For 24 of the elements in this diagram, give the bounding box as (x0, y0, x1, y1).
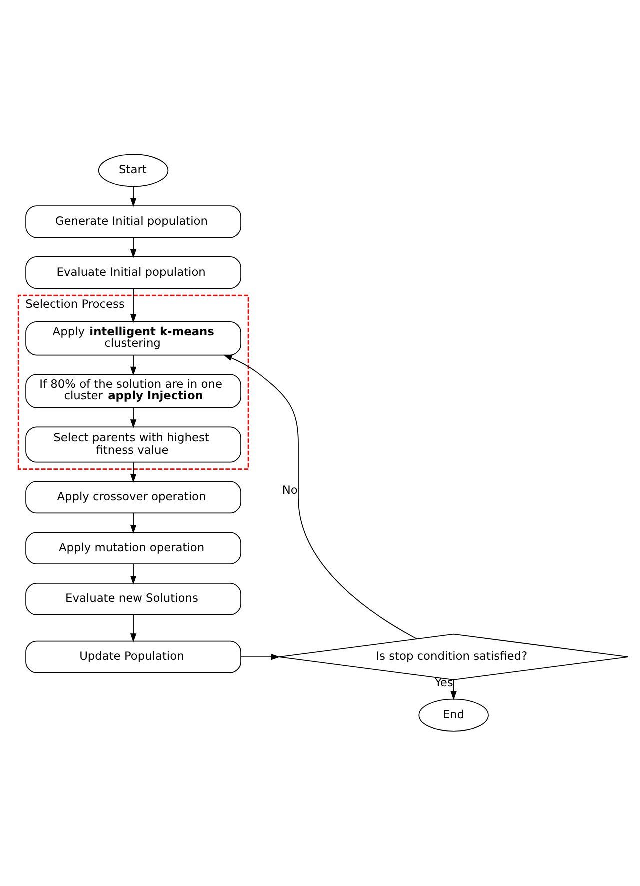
arrow (130, 237, 137, 258)
node-box: Select parents with highest fitness value (26, 426, 242, 463)
arrow (130, 186, 137, 208)
arrow (450, 680, 457, 700)
arrow (130, 614, 137, 642)
arrow (130, 288, 137, 324)
node-box: Apply mutation operation (26, 532, 242, 565)
arrow (240, 654, 280, 660)
node-box: Apply intelligent k-means clustering (26, 321, 242, 356)
node-ellipse: End (418, 698, 489, 732)
node-box: Update Population (26, 640, 242, 674)
node-box: Evaluate new Solutions (26, 582, 242, 616)
edge-label: No (282, 482, 298, 497)
arrow (130, 407, 137, 428)
node-box: Generate Initial population (26, 206, 242, 238)
node-box: If 80% of the solution are in one cluster apply Injection (26, 374, 242, 408)
arrow (130, 462, 137, 483)
arrow (224, 354, 418, 640)
node-ellipse: Start (98, 154, 169, 188)
arrow (130, 354, 137, 376)
node-box: Apply crossover operation (26, 481, 242, 514)
arrow (130, 564, 137, 585)
arrow (130, 512, 137, 534)
node-box: Evaluate Initial population (26, 256, 242, 289)
